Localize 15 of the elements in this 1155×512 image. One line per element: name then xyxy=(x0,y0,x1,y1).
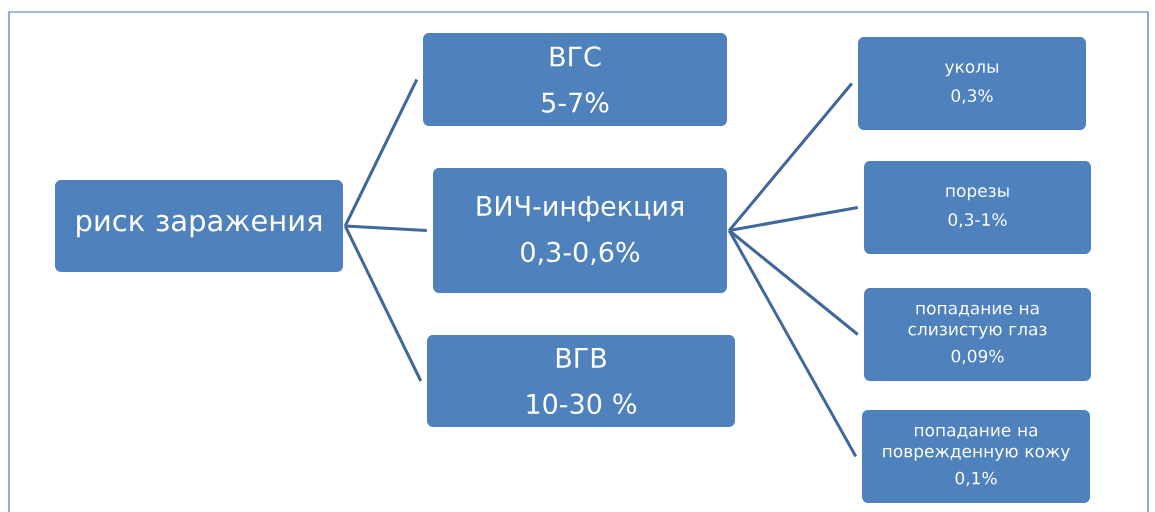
process-box: попадание на поврежденную кожу 0,1% xyxy=(862,410,1090,503)
process-box: ВГВ 10-30 % xyxy=(427,335,735,427)
process-box: уколы 0,3% xyxy=(858,37,1086,130)
process-box: ВГС 5-7% xyxy=(423,33,727,126)
connector-line xyxy=(345,224,427,232)
connector-line xyxy=(343,225,423,382)
process-box: попадание на слизистую глаз 0,09% xyxy=(864,288,1091,381)
connector-line xyxy=(727,229,858,458)
connector-line xyxy=(343,78,419,227)
connector-line xyxy=(728,82,853,232)
connector-line xyxy=(728,206,859,232)
process-box: риск заражения xyxy=(55,180,343,272)
connector-line xyxy=(728,229,859,336)
process-box: ВИЧ-инфекция 0,3-0,6% xyxy=(433,168,727,293)
process-box: порезы 0,3-1% xyxy=(864,161,1091,254)
